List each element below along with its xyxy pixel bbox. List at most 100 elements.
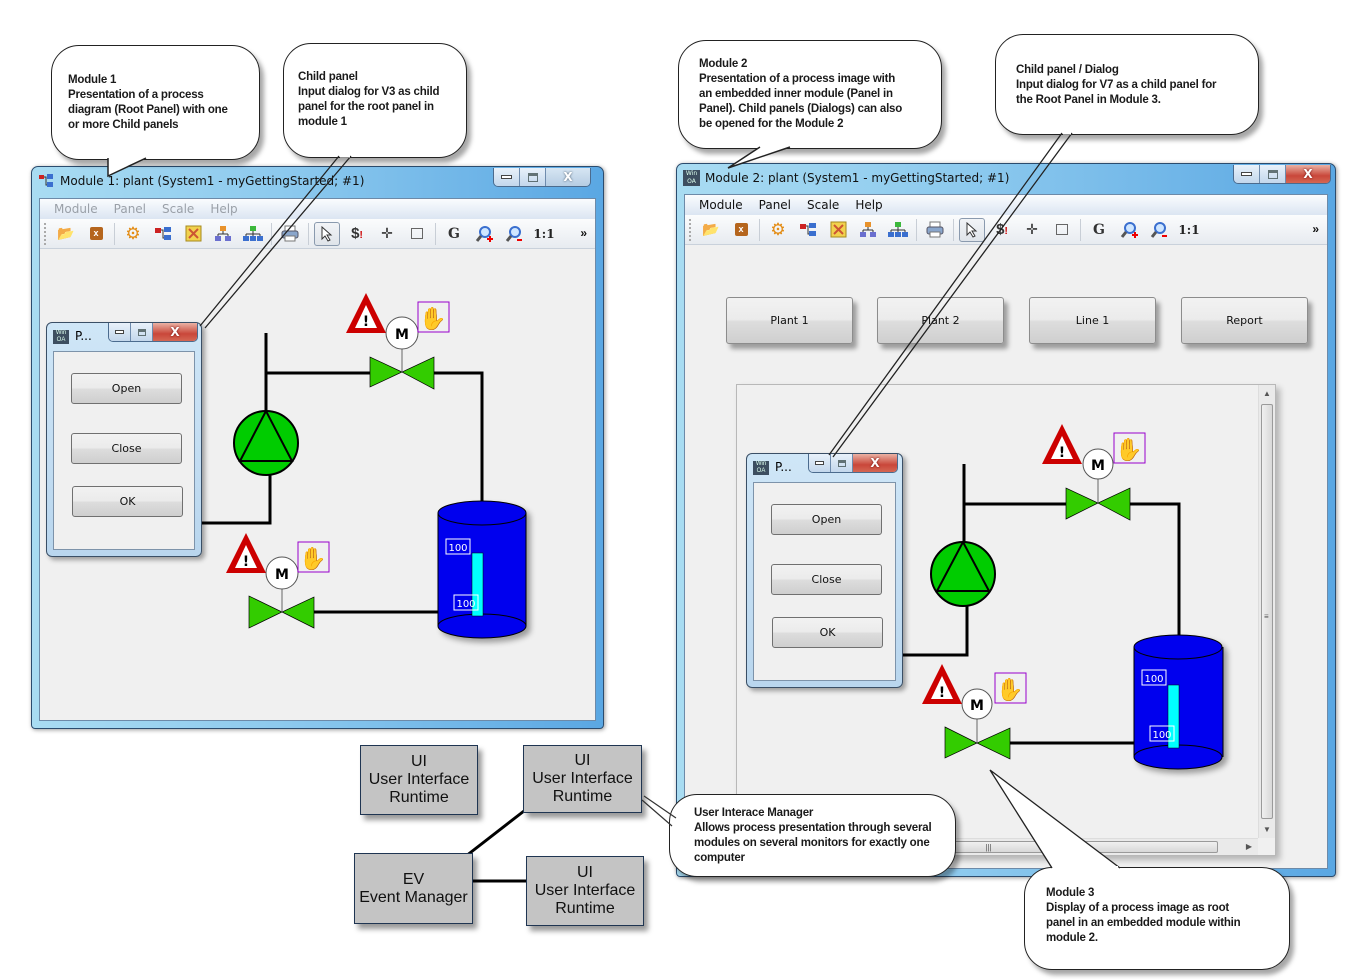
scroll-grip-icon: |||	[985, 842, 992, 852]
motor-label: M	[395, 327, 409, 343]
graphic-g-button[interactable]: G	[441, 222, 467, 246]
connector-ev-ui2	[465, 809, 525, 858]
move-icon: ✛	[381, 225, 393, 241]
pump[interactable]	[930, 539, 996, 607]
menu-scale[interactable]: Scale	[162, 202, 195, 216]
ui-box-title: UI	[411, 753, 427, 770]
open-folder-button[interactable]: 📂	[698, 218, 724, 242]
alert-icon[interactable]: !	[922, 664, 962, 704]
panel-tree-button[interactable]	[795, 218, 821, 242]
ui-box-line: Runtime	[389, 789, 449, 806]
close-dialog-button[interactable]: Close	[771, 564, 882, 595]
svg-text:!: !	[243, 554, 249, 570]
hand-manual-icon[interactable]: ✋	[1113, 432, 1146, 464]
restore-button[interactable]	[1260, 165, 1286, 183]
tank-bottom-value: 100	[1152, 730, 1171, 741]
hand-manual-icon[interactable]: ✋	[297, 541, 330, 573]
valve-bottom[interactable]: M	[248, 556, 315, 629]
maximize-button[interactable]	[131, 323, 153, 341]
hand-manual-icon[interactable]: ✋	[994, 672, 1027, 704]
tank-top-value: 100	[1144, 674, 1163, 685]
close-dialog-button[interactable]: Close	[71, 433, 182, 464]
ok-button[interactable]: OK	[72, 486, 183, 517]
callout-text: Child panel Input dialog for V3 as child…	[298, 71, 440, 128]
nav-button-report[interactable]: Report	[1181, 297, 1308, 344]
zoom-in-button[interactable]	[1116, 218, 1142, 242]
ok-button[interactable]: OK	[772, 617, 883, 648]
alert-cursor-button[interactable]: $!	[344, 222, 370, 246]
tank-top-value: 100	[448, 543, 467, 554]
tank[interactable]: 100 100	[437, 500, 527, 639]
run-gear-button[interactable]: ⚙	[765, 218, 791, 242]
scroll-down-arrow[interactable]: ▼	[1263, 825, 1271, 834]
vertical-scrollbar[interactable]: ▲ ≡ ▼	[1258, 385, 1275, 838]
tank[interactable]: 100 100	[1133, 634, 1224, 770]
tools-button[interactable]	[180, 222, 206, 246]
valve-bottom[interactable]: M	[944, 688, 1011, 760]
alert-icon[interactable]: !	[1042, 424, 1082, 464]
close-panel-button[interactable]: x	[728, 218, 754, 242]
run-gear-button[interactable]: ⚙	[120, 222, 146, 246]
scroll-up-arrow[interactable]: ▲	[1263, 389, 1271, 398]
maximize-button[interactable]	[831, 454, 853, 472]
close-button[interactable]: X	[853, 454, 897, 472]
callout-text: User Interace Manager Allows process pre…	[694, 807, 932, 864]
close-button[interactable]: X	[153, 323, 197, 341]
menu-module[interactable]: Module	[699, 198, 743, 212]
close-button[interactable]: X	[546, 168, 590, 186]
minimize-button[interactable]	[494, 168, 520, 186]
minimize-button[interactable]	[1234, 165, 1260, 183]
minimize-button[interactable]	[109, 323, 131, 341]
zoom-in-button[interactable]	[471, 222, 497, 246]
pipes	[902, 464, 1181, 745]
zoom-out-button[interactable]	[1146, 218, 1172, 242]
close-panel-button[interactable]: x	[83, 222, 109, 246]
module1-caption-buttons: X	[493, 168, 591, 187]
toolbar-overflow-button[interactable]: »	[1312, 222, 1319, 236]
vertical-scroll-thumb[interactable]: ≡	[1261, 404, 1273, 819]
module1-process-diagram: M ! ✋ M ! ✋ 100 100	[200, 293, 527, 639]
svg-text:✋: ✋	[299, 546, 326, 571]
zoom-out-button[interactable]	[501, 222, 527, 246]
pump[interactable]	[233, 408, 299, 476]
event-manager-box: EV Event Manager	[354, 853, 473, 924]
scroll-right-arrow[interactable]: ▶	[1245, 842, 1252, 851]
toolbar-grip[interactable]	[689, 218, 692, 241]
dialog-title: P...	[775, 460, 792, 474]
open-button[interactable]: Open	[771, 504, 882, 535]
menu-module[interactable]: Module	[54, 202, 98, 216]
minimize-icon	[115, 330, 124, 334]
open-button[interactable]: Open	[71, 373, 182, 404]
alert-icon[interactable]: !	[226, 533, 266, 573]
alert-icon[interactable]: !	[346, 293, 386, 333]
toolbar-overflow-button[interactable]: »	[580, 226, 587, 240]
minimize-icon	[501, 175, 512, 179]
svg-text:!: !	[1059, 445, 1065, 461]
zoom-1to1-button[interactable]: 1:1	[1176, 218, 1202, 242]
minimize-button[interactable]	[809, 454, 831, 472]
zoom-1to1-button[interactable]: 1:1	[531, 222, 557, 246]
menu-panel[interactable]: Panel	[113, 202, 147, 216]
ui-box-line: Runtime	[552, 788, 613, 805]
move-button[interactable]: ✛	[374, 222, 400, 246]
maximize-button[interactable]	[520, 168, 546, 186]
ui-runtime-box-1: UI User Interface Runtime	[360, 745, 478, 815]
close-button[interactable]: X	[1286, 165, 1330, 183]
toolbar-grip[interactable]	[44, 222, 47, 245]
svg-text:!: !	[363, 314, 369, 330]
valve-top[interactable]: M	[369, 316, 435, 390]
graphic-g-button[interactable]: G	[1086, 218, 1112, 242]
ui-box-line: User Interface	[368, 771, 470, 788]
crop-button[interactable]	[404, 222, 430, 246]
hand-manual-icon[interactable]: ✋	[417, 301, 450, 333]
callout-text: Module 1 Presentation of a process diagr…	[68, 74, 228, 131]
open-folder-button[interactable]: 📂	[53, 222, 79, 246]
valve-top[interactable]: M	[1065, 448, 1131, 521]
panel-tree-button[interactable]	[150, 222, 176, 246]
callout-text: Child panel / Dialog Input dialog for V7…	[1016, 64, 1217, 106]
menu-panel[interactable]: Panel	[758, 198, 792, 212]
maximize-icon	[527, 172, 538, 182]
